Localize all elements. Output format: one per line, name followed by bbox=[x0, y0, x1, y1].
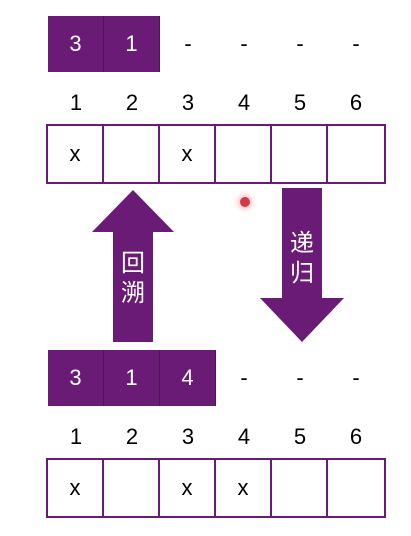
recursion-label: 递 归 bbox=[282, 228, 322, 288]
bottom-board-cell bbox=[328, 460, 384, 516]
recursion-arrow-icon bbox=[260, 188, 344, 342]
top-board-cell bbox=[104, 126, 160, 182]
top-seq-cell: - bbox=[240, 31, 248, 56]
top-board: x x bbox=[46, 124, 386, 184]
top-seq-cell: - bbox=[296, 31, 304, 56]
top-board-cell bbox=[272, 126, 328, 182]
recursion-label-char: 归 bbox=[290, 259, 314, 287]
top-index-label: 6 bbox=[349, 90, 363, 115]
recursion-label-char: 递 bbox=[290, 229, 314, 257]
bottom-seq-cell: 4 bbox=[160, 350, 216, 406]
top-index-row: 1 2 3 4 5 6 bbox=[48, 88, 384, 118]
top-seq-cell: 1 bbox=[104, 16, 160, 72]
top-index-label: 2 bbox=[125, 90, 139, 115]
top-index-label: 3 bbox=[181, 90, 195, 115]
bottom-board-cell: x bbox=[160, 460, 216, 516]
bottom-seq-cell: - bbox=[296, 365, 304, 390]
backtrack-label-char: 回 bbox=[121, 249, 145, 277]
bottom-index-label: 6 bbox=[349, 424, 363, 449]
bottom-index-label: 4 bbox=[237, 424, 251, 449]
pointer-dot bbox=[240, 197, 250, 207]
top-index-label: 1 bbox=[69, 90, 83, 115]
bottom-board: x x x bbox=[46, 458, 386, 518]
bottom-board-cell: x bbox=[48, 460, 104, 516]
top-seq-cell: - bbox=[352, 31, 360, 56]
top-index-label: 4 bbox=[237, 90, 251, 115]
top-sequence: 3 1 - - - - bbox=[48, 16, 384, 72]
bottom-sequence: 3 1 4 - - - bbox=[48, 350, 384, 406]
top-board-cell bbox=[328, 126, 384, 182]
bottom-seq-cell: - bbox=[240, 365, 248, 390]
backtrack-label: 回 溯 bbox=[113, 248, 153, 308]
top-board-cell: x bbox=[48, 126, 104, 182]
bottom-seq-cell: - bbox=[352, 365, 360, 390]
bottom-index-row: 1 2 3 4 5 6 bbox=[48, 422, 384, 452]
bottom-seq-cell: 1 bbox=[104, 350, 160, 406]
bottom-board-cell bbox=[104, 460, 160, 516]
bottom-index-label: 5 bbox=[293, 424, 307, 449]
bottom-board-cell: x bbox=[216, 460, 272, 516]
top-index-label: 5 bbox=[293, 90, 307, 115]
bottom-seq-cell: 3 bbox=[48, 350, 104, 406]
bottom-board-cell bbox=[272, 460, 328, 516]
backtrack-arrow-icon bbox=[92, 190, 174, 342]
top-seq-cell: 3 bbox=[48, 16, 104, 72]
bottom-index-label: 2 bbox=[125, 424, 139, 449]
top-board-cell bbox=[216, 126, 272, 182]
top-seq-cell: - bbox=[184, 31, 192, 56]
backtrack-label-char: 溯 bbox=[121, 279, 145, 307]
bottom-index-label: 1 bbox=[69, 424, 83, 449]
bottom-index-label: 3 bbox=[181, 424, 195, 449]
top-board-cell: x bbox=[160, 126, 216, 182]
